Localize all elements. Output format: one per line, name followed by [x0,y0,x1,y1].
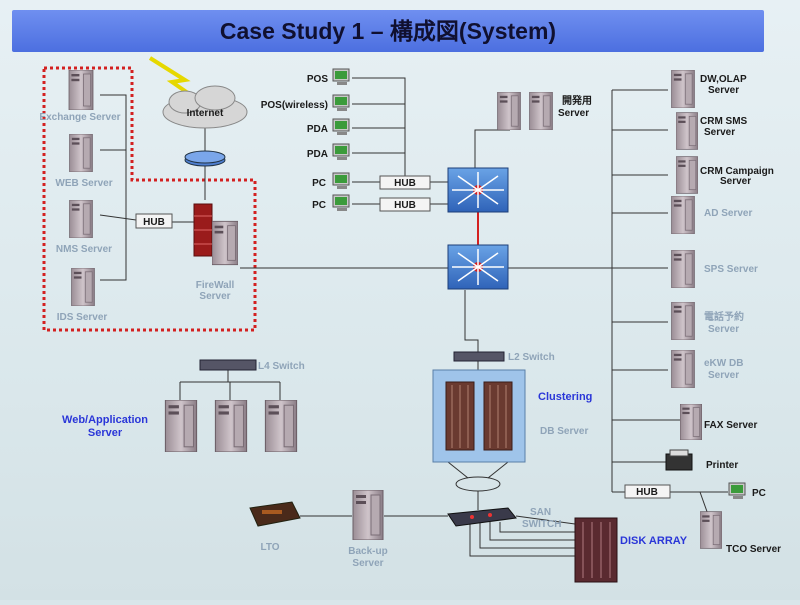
dw-label-1: DW,OLAP [700,74,747,85]
pc-hub-label-2: HUB [394,200,416,211]
right-hub-label: HUB [636,487,658,498]
pda-label-2: PDA [307,149,328,160]
webapp-label-1: Web/Application [62,414,148,426]
reserve-label-1: 電話予約 [704,310,744,323]
exchange-server-icon [68,70,94,110]
kw-label-2: Server [708,370,739,381]
right-pc-icon [728,482,746,500]
tco-server-icon [700,511,722,549]
pda-icon-2 [332,143,350,161]
dmz-hub-box [135,213,173,229]
web-server-label: WEB Server [55,178,112,189]
backup-label-1: Back-up [348,546,387,557]
pos-wireless-label: POS(wireless) [261,100,328,111]
crm-campaign-label-2: Server [720,176,751,187]
pc-icon-1 [332,172,350,190]
lto-label: LTO [260,542,279,553]
dev-server-label-2: Server [558,108,589,119]
kw-server-icon [671,350,695,388]
printer-label: Printer [706,460,738,471]
crm-sms-label-1: CRM SMS [700,116,748,127]
pc-hub-box-2 [379,197,431,212]
reserve-label-2: Server [708,324,739,335]
pc-label-2: PC [312,200,326,211]
kw-label-1: eKW DB [704,358,743,369]
crm-sms-label-2: Server [704,127,735,138]
pc-icon-2 [332,194,350,212]
slide-title: Case Study 1 – 構成図(System) [219,18,557,44]
firewall-server-icon [193,203,238,266]
reserve-server-icon [671,302,695,340]
ids-server-label: IDS Server [57,312,108,323]
nms-server-label: NMS Server [56,244,112,255]
core-switch-icon [447,244,509,290]
firewall-label-1: FireWall [196,280,235,291]
l2-switch-icon [453,351,505,362]
sps-server-label: SPS Server [704,264,758,275]
lto-icon [249,501,301,527]
webapp-server-icon-2 [214,400,248,452]
internet-cloud-icon [162,85,248,129]
fax-server-icon [680,404,702,440]
tco-server-label: TCO Server [726,544,781,555]
pos-icon [332,68,350,86]
san-label-1: SAN [530,507,551,518]
dw-server-icon [671,70,695,108]
db-server-icon-2 [483,381,513,451]
crm-campaign-server-icon [676,156,698,194]
san-label-2: SWITCH [522,519,561,530]
pda-label-1: PDA [307,124,328,135]
right-pc-label: PC [752,488,766,499]
pc-hub-box-1 [379,175,431,190]
disk-array-label: DISK ARRAY [620,535,688,547]
top-switch-icon [447,167,509,213]
exchange-server-label: Exchange Server [39,112,120,123]
webapp-server-icon-3 [264,400,298,452]
sps-server-icon [671,250,695,288]
backup-server-icon [352,490,384,540]
pos-label: POS [307,74,328,85]
l4-switch-icon [199,359,257,371]
disk-array-icon [574,517,618,583]
webapp-label-2: Server [88,427,123,439]
db-server-label: DB Server [540,426,588,437]
crm-sms-server-icon [676,112,698,150]
dmz-boundary [42,66,257,332]
san-switch-icon [447,507,517,527]
dmz-hub-label: HUB [143,217,165,228]
fax-server-label: FAX Server [704,420,757,431]
title-bar: Case Study 1 – 構成図(System) [12,10,764,52]
web-server-icon [69,134,93,172]
webapp-server-icon-1 [164,400,198,452]
internet-label: Internet [187,108,224,119]
pc-label-1: PC [312,178,326,189]
dev-server-icon-1 [497,92,521,130]
pda-icon-1 [332,118,350,136]
backup-label-2: Server [352,558,383,569]
dev-server-label-1: 開発用 [562,94,592,107]
router-icon [184,150,226,167]
ad-server-label: AD Server [704,208,752,219]
ids-server-icon [71,268,95,306]
printer-icon [665,449,693,471]
crm-campaign-label-1: CRM Campaign [700,166,774,177]
pos-wireless-icon [332,94,350,112]
firewall-label-2: Server [199,291,230,302]
dev-server-icon-2 [529,92,553,130]
db-server-icon-1 [445,381,475,451]
nms-server-icon [69,200,93,238]
l2-switch-label: L2 Switch [508,352,555,363]
right-hub-box [624,484,671,499]
pc-hub-label-1: HUB [394,178,416,189]
l4-switch-label: L4 Switch [258,361,305,372]
connector-lines [99,77,728,557]
clustering-label: Clustering [538,391,592,403]
dw-label-2: Server [708,85,739,96]
ad-server-icon [671,196,695,234]
